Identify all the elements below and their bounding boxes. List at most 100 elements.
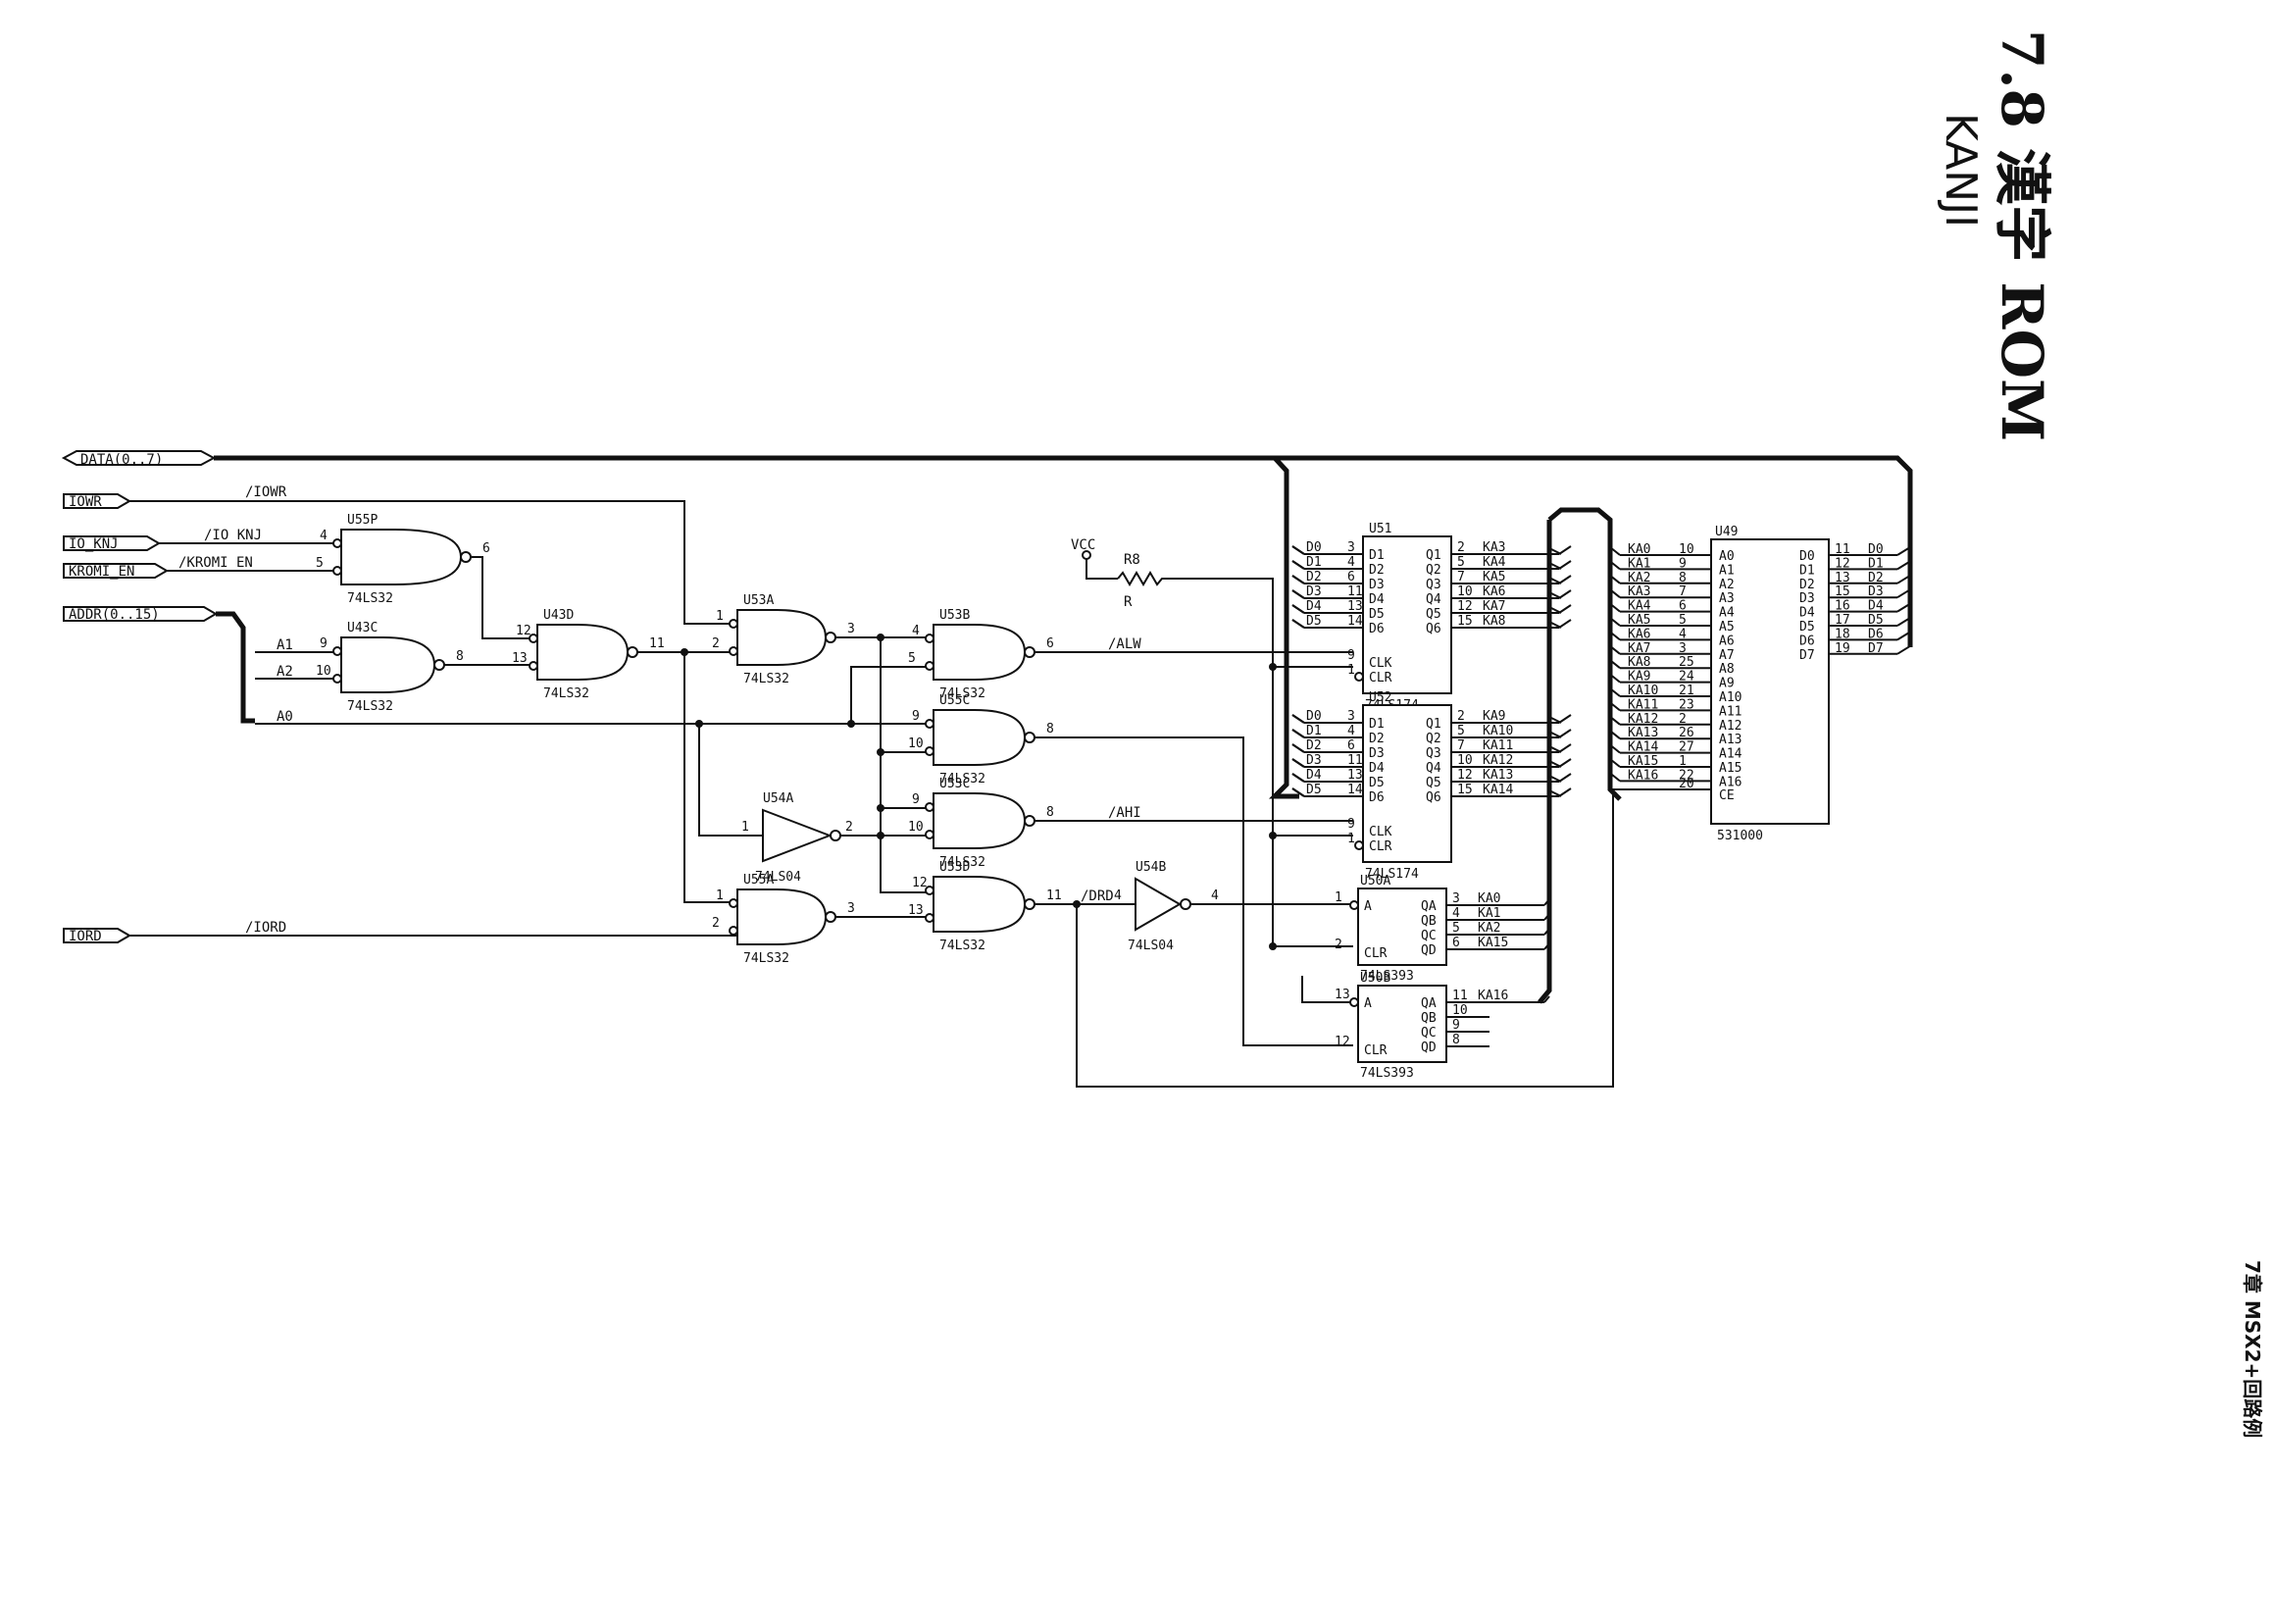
chip-u50a-out-num: 3: [1452, 891, 1460, 906]
gate-u53c-bubble: [1024, 815, 1035, 827]
chip-u49-addr-pin: A7: [1719, 648, 1735, 663]
chip-u51-clr-num: 1: [1347, 663, 1355, 678]
chip-u49-addr-net: KA6: [1628, 627, 1650, 641]
chip-u49-addr-pin: A15: [1719, 761, 1742, 776]
chip-u52-clr: CLR: [1369, 839, 1392, 854]
gate-u53c-pin-a: 9: [912, 792, 920, 807]
gate-u55p-ref: U55P: [347, 513, 378, 528]
chip-u51-clk-num: 9: [1347, 648, 1355, 663]
chip-u52-out-net: KA9: [1483, 709, 1505, 724]
gate-u55a-type: 74LS32: [743, 951, 789, 966]
inverter-u54a-pin-in: 1: [741, 820, 749, 835]
chip-u52-pin-Q2: Q2: [1426, 732, 1441, 746]
chip-u49-addr-net: KA7: [1628, 641, 1650, 656]
chip-u49-addr-entry: [1609, 588, 1621, 598]
chip-u49-data-entry: [1896, 644, 1911, 655]
chip-u49-addr-net: KA0: [1628, 542, 1650, 557]
chip-u49-data-pin: D1: [1799, 563, 1815, 578]
gate-u43c-ref: U43C: [347, 621, 378, 635]
chip-u52-out-net: KA12: [1483, 753, 1513, 768]
chip-u49-addr-pin: A14: [1719, 747, 1742, 762]
chip-u52-pin-D1: D1: [1369, 717, 1385, 732]
register-bus-entry: [1291, 758, 1305, 768]
chip-u49-addr-num: 26: [1679, 726, 1694, 740]
register-bus-entry: [1291, 560, 1305, 570]
chip-u50b-out-num: 11: [1452, 989, 1468, 1003]
chip-u52-in-num: 6: [1347, 738, 1355, 753]
ka-bus-entry: [1548, 745, 1562, 753]
counter-bus-entry: [1543, 942, 1550, 950]
chip-u49-data-net: D1: [1868, 556, 1884, 571]
gate-u53a-in1-bubble: [729, 619, 738, 629]
chip-u49-addr-entry: [1609, 560, 1621, 571]
net-a1-label: A1: [277, 637, 293, 653]
chip-u51-in-num: 4: [1347, 555, 1355, 570]
port-iord: IORD: [63, 928, 131, 944]
chip-u51-out-entry: [1558, 619, 1572, 629]
chip-u52-clk: CLK: [1369, 825, 1392, 839]
chip-u51-pin-D4: D4: [1369, 592, 1385, 607]
chip-u50b-out-QC: QC: [1421, 1026, 1437, 1040]
net-iowr: /IOWR: [129, 484, 737, 625]
gate-u53a-in2-bubble: [729, 646, 738, 656]
chip-u50a-out-num: 5: [1452, 921, 1460, 936]
chip-u49-addr-net: KA16: [1628, 768, 1658, 783]
chip-u51-pin-Q1: Q1: [1426, 548, 1441, 563]
chip-u51-pin-Q6: Q6: [1426, 622, 1441, 636]
chip-u49-addr-pin: A6: [1719, 634, 1735, 648]
inverter-u54b-pin-out: 4: [1211, 888, 1219, 903]
chip-u49-data-num: 16: [1835, 599, 1850, 614]
chip-u50a-out-QB: QB: [1421, 914, 1437, 929]
page-title-group: 7.8 漢字 ROM: [1989, 29, 2055, 441]
chip-u50b-clr-num: 12: [1335, 1035, 1350, 1049]
chip-u51-out-net: KA3: [1483, 540, 1505, 555]
chip-u49-addr-net: KA2: [1628, 571, 1650, 585]
register-bus-entry: [1291, 589, 1305, 599]
handwritten-note: KANJI: [1936, 113, 1986, 228]
chip-u49-addr-entry: [1609, 546, 1621, 556]
chip-u50a-out-QA: QA: [1421, 899, 1437, 914]
chip-u50a-out-num: 6: [1452, 936, 1460, 950]
chip-u49-data-num: 13: [1835, 571, 1850, 585]
port-iord-label: IORD: [69, 929, 102, 944]
chip-u51-ref: U51: [1369, 522, 1391, 536]
chips-layer: U5174LS174D1Q1D032KA3D2Q2D145KA4D3Q3D267…: [1291, 522, 1911, 1081]
chip-u51-out-num: 5: [1457, 555, 1465, 570]
chip-u50b-a-num: 13: [1335, 988, 1350, 1002]
chip-u50b-out-num: 8: [1452, 1033, 1460, 1047]
gate-u43d-in1-bubble: [529, 634, 538, 643]
chip-u52-in-net: D0: [1306, 709, 1322, 724]
chip-u49-addr-net: KA5: [1628, 613, 1650, 628]
gate-u55c-pin-out: 8: [1046, 722, 1054, 736]
chip-u50a-clr-num: 2: [1335, 938, 1342, 952]
chip-u51-out-entry: [1558, 589, 1572, 599]
inverter-u54a-ref: U54A: [763, 791, 793, 806]
side-caption-group: 7章 MSX2+回路例: [2241, 1260, 2264, 1438]
ka-bus-entry: [1548, 577, 1562, 584]
chip-u51-clr: CLR: [1369, 671, 1392, 685]
gates-layer: U55P74LS32456U43C74LS329108U43D74LS32121…: [316, 513, 1219, 966]
chip-u49-addr-entry: [1609, 617, 1621, 627]
gate-u53d-body: [933, 876, 1027, 933]
register-bus-entry: [1291, 619, 1305, 629]
chip-u50a-pin-a: A: [1364, 899, 1372, 914]
gate-u53b-pin-out: 6: [1046, 636, 1054, 651]
net-alw-label: /ALW: [1108, 636, 1141, 652]
chip-u52-in-net: D2: [1306, 738, 1322, 753]
inverter-u54a-type: 74LS04: [755, 870, 801, 885]
chip-u50a-out-QC: QC: [1421, 929, 1437, 943]
chip-u50a-pin-clr: CLR: [1364, 946, 1388, 961]
inverter-u54a-bubble: [830, 830, 841, 841]
gate-u55c-body: [933, 709, 1027, 766]
port-addr-label: ADDR(0..15): [69, 607, 160, 623]
chip-u51-out-entry: [1558, 575, 1572, 584]
chip-u51-in-net: D2: [1306, 570, 1322, 584]
port-kromi-en: KROMI_EN: [63, 563, 169, 580]
